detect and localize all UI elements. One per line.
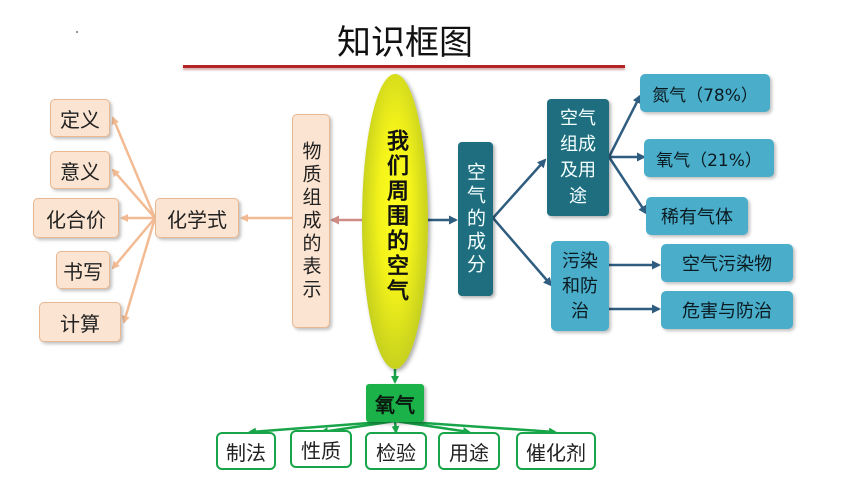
group-node-pollution: 污染和防治 bbox=[551, 241, 609, 331]
right-item-node: 稀有气体 bbox=[646, 197, 748, 235]
arrow-hub-to-item bbox=[111, 116, 157, 219]
right-item-node: 氮气（78%） bbox=[640, 74, 770, 112]
arrow-bottom-to-item bbox=[248, 419, 396, 436]
bottom-main-node-oxygen: 氧气 bbox=[366, 384, 424, 422]
center-topic: 我们周围的空气 bbox=[383, 128, 408, 304]
left-main-node: 物质组成的表示 bbox=[292, 114, 330, 328]
bottom-item-node: 催化剂 bbox=[516, 432, 596, 470]
arrow-hub-to-item bbox=[111, 168, 156, 219]
arrow-hub-to-item bbox=[121, 217, 157, 324]
stray-dot bbox=[76, 31, 78, 33]
left-item-node: 计算 bbox=[39, 302, 121, 342]
hub-node-chemical-formula: 化学式 bbox=[155, 198, 239, 238]
group-node-composition: 空气组成及用途 bbox=[547, 99, 609, 216]
arrow-hub-to-item bbox=[111, 217, 156, 270]
arrow-group-to-item bbox=[607, 94, 642, 158]
title-underline bbox=[183, 65, 625, 68]
center-ellipse bbox=[362, 74, 428, 369]
left-item-node: 化合价 bbox=[33, 198, 119, 238]
bottom-item-node: 制法 bbox=[216, 432, 276, 470]
page-title: 知识框图 bbox=[337, 23, 473, 63]
right-item-node: 危害与防治 bbox=[661, 291, 793, 329]
bottom-item-node: 性质 bbox=[290, 430, 352, 468]
right-item-node: 空气污染物 bbox=[661, 244, 793, 282]
arrow-group-to-item bbox=[607, 156, 648, 215]
left-item-node: 意义 bbox=[50, 151, 110, 189]
left-item-node: 定义 bbox=[50, 99, 110, 137]
arrow-right-to-group bbox=[492, 158, 547, 219]
left-item-node: 书写 bbox=[56, 251, 110, 289]
arrow-bottom-to-item bbox=[391, 420, 400, 434]
bottom-item-node: 检验 bbox=[365, 432, 427, 470]
arrow-bottom-to-item bbox=[394, 419, 557, 436]
arrow-right-to-group bbox=[492, 217, 553, 287]
right-item-node: 氧气（21%） bbox=[644, 139, 774, 177]
bottom-item-node: 用途 bbox=[438, 432, 500, 470]
right-main-node: 空气的成分 bbox=[458, 142, 493, 296]
